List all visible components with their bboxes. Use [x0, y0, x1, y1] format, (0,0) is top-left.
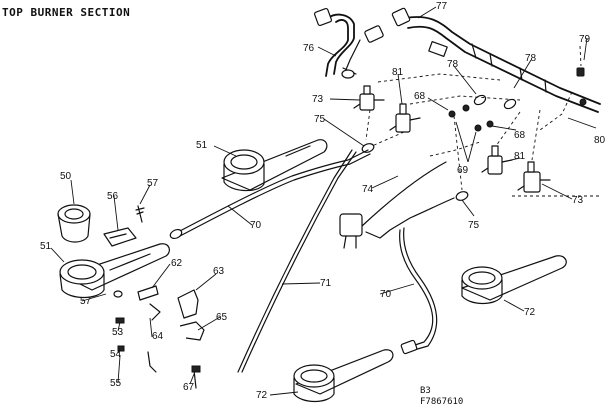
part-label: 51	[196, 140, 208, 151]
part-label: 67	[183, 382, 195, 393]
part-label: 81	[392, 67, 404, 78]
part-label: 74	[362, 184, 374, 195]
part-label: 57	[80, 296, 92, 307]
part-label: 75	[468, 220, 480, 231]
part-label: 54	[110, 349, 122, 360]
valve-center-upper	[389, 103, 421, 133]
diagram-id: F7867610	[420, 397, 463, 407]
part-number-labels: 77 76 79 78 81 78 73 68 75 80 68 69 51 8…	[40, 1, 606, 401]
leader-lines	[50, 6, 597, 396]
part-label: 65	[216, 312, 228, 323]
part-label: 73	[312, 94, 324, 105]
part-label: 56	[107, 191, 119, 202]
valve-left-upper	[353, 85, 385, 111]
manifold-pipe	[404, 16, 601, 113]
part-label: 68	[414, 91, 426, 102]
part-label: 70	[250, 220, 262, 231]
gas-tubes	[169, 149, 455, 373]
small-hardware	[103, 205, 205, 389]
valve-right-2	[517, 161, 551, 193]
part-label: 81	[514, 151, 526, 162]
part-label: 78	[525, 53, 537, 64]
part-label: 62	[171, 258, 183, 269]
burner-lower-right	[461, 255, 567, 305]
orifice-fittings	[361, 45, 585, 201]
part-label: 68	[514, 130, 526, 141]
part-label: 51	[40, 241, 52, 252]
valve-right-1	[481, 145, 513, 175]
diagram-code: B3	[420, 386, 431, 396]
part-label: 80	[594, 135, 606, 146]
part-label: 72	[256, 390, 268, 401]
part-label: 55	[110, 378, 122, 389]
part-label: 69	[457, 165, 469, 176]
alignment-lines	[365, 73, 600, 197]
part-label: 64	[152, 331, 164, 342]
section-title: TOP BURNER SECTION	[2, 6, 130, 19]
part-label: 76	[303, 43, 315, 54]
part-label: 73	[572, 195, 584, 206]
part-label: 79	[579, 34, 591, 45]
burner-lower-left	[59, 243, 170, 299]
burner-bottom-center	[293, 349, 394, 403]
part-label: 77	[436, 1, 448, 12]
part-label: 78	[447, 59, 459, 70]
burner-upper-left	[221, 139, 328, 192]
part-label: 57	[147, 178, 159, 189]
part-label: 71	[320, 278, 332, 289]
flame-spreader	[57, 204, 91, 243]
part-label: 70	[380, 289, 392, 300]
part-label: 53	[112, 327, 124, 338]
part-label: 75	[314, 114, 326, 125]
manifold-inlet-tube	[313, 7, 411, 79]
part-label: 50	[60, 171, 72, 182]
part-label: 63	[213, 266, 225, 277]
part-label: 72	[524, 307, 536, 318]
